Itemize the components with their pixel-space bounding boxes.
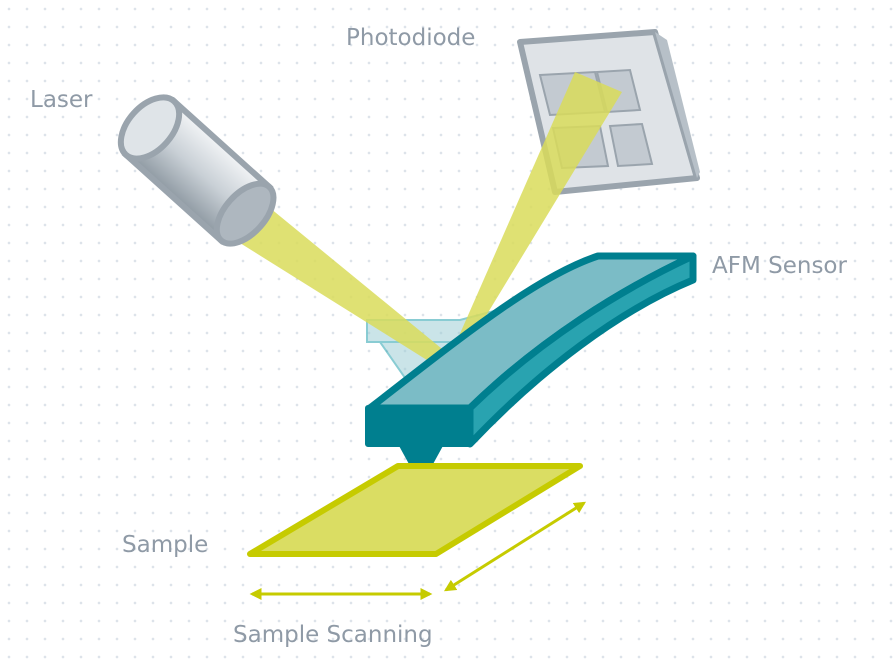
laser-label: Laser	[30, 87, 93, 113]
reflected-beam	[444, 72, 622, 370]
photodiode-label: Photodiode	[346, 25, 476, 51]
sample-plate	[247, 463, 583, 557]
sample-scanning-label: Sample Scanning	[233, 622, 433, 648]
afm-cantilever	[365, 252, 697, 486]
incident-beam	[232, 208, 458, 372]
laser-icon	[117, 94, 277, 247]
sample-label: Sample	[122, 532, 209, 558]
scan-arrow-y	[443, 501, 587, 592]
photodiode-quadrant	[608, 122, 654, 168]
afm-sensor-label: AFM Sensor	[712, 253, 847, 279]
